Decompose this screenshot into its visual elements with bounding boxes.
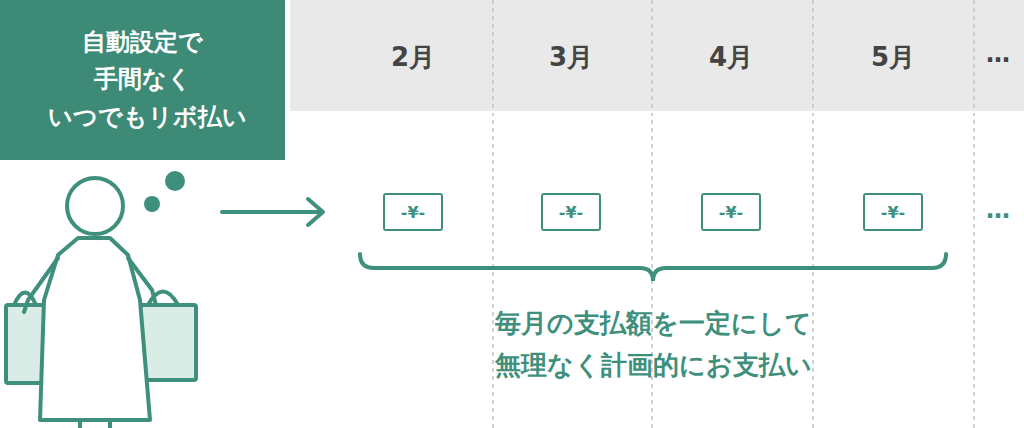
note-text: 毎月の支払額を一定にして 無理なく計画的にお支払い [463,303,843,386]
month-label: 2月 [353,42,473,73]
header-band [290,0,1024,112]
person-figure [6,171,196,428]
card-symbol: -¥- [881,203,905,222]
card-symbol: -¥- [559,203,583,222]
headline-text: 自動設定で 手間なく いつでもリボ払い [48,24,238,136]
band-edge [290,111,1024,113]
ellipsis: … [978,196,1018,225]
bracket [360,254,946,281]
card-symbol: -¥- [401,203,425,222]
payment-card: -¥- [701,193,761,231]
card-symbol: -¥- [719,203,743,222]
headline-box: 自動設定で 手間なく いつでもリボ払い [0,0,285,160]
ellipsis: … [978,40,1018,69]
payment-card: -¥- [541,193,601,231]
arrow [222,199,323,225]
payment-card: -¥- [383,193,443,231]
month-label: 3月 [511,42,631,73]
month-label: 4月 [671,42,791,73]
month-label: 5月 [833,42,953,73]
payment-card: -¥- [863,193,923,231]
